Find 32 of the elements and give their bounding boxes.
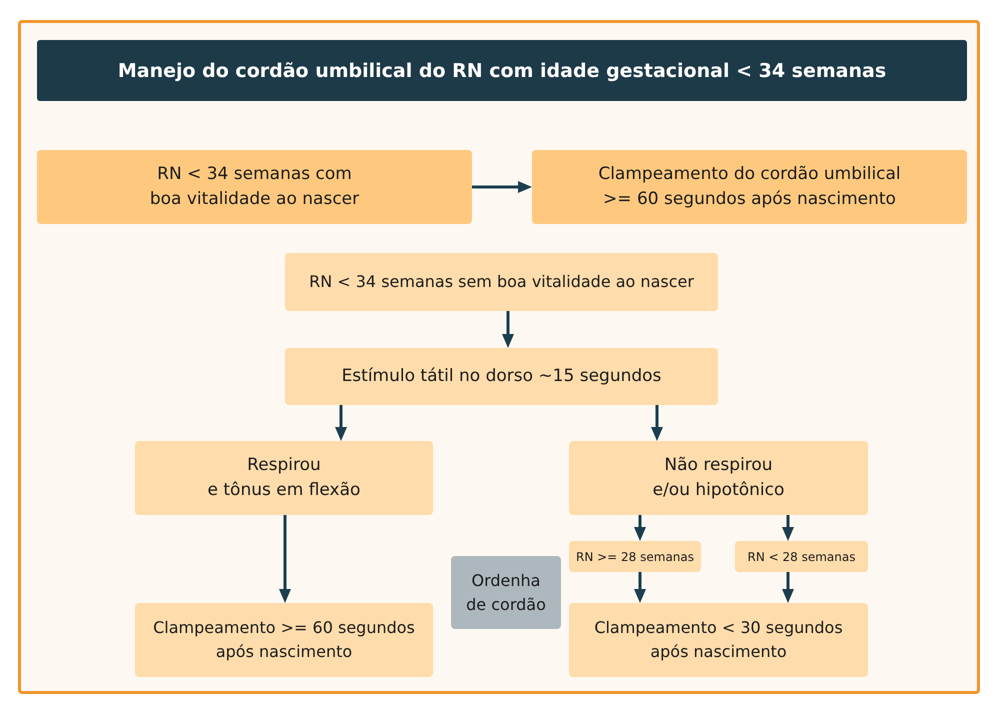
- arrow: [502, 311, 514, 348]
- arrow: [634, 515, 646, 541]
- process-box: [569, 441, 868, 515]
- process-box: [532, 150, 967, 224]
- box-text: Não respirou e/ou hipotônico: [652, 454, 784, 502]
- process-box: [285, 348, 718, 405]
- arrow: [279, 515, 291, 603]
- arrow: [651, 405, 663, 441]
- process-box: [451, 556, 561, 629]
- arrow: [634, 572, 646, 603]
- arrow: [335, 405, 347, 441]
- process-box: [285, 253, 718, 311]
- box-text: Estímulo tátil no dorso ~15 segundos: [342, 364, 662, 388]
- box-text: Clampeamento >= 60 segundos após nascimento: [153, 617, 415, 663]
- box-text: Ordenha de cordão: [466, 570, 546, 616]
- box-text: Respirou e tônus em flexão: [208, 454, 360, 502]
- title-text: Manejo do cordão umbilical do RN com idade gestacional < 34 semanas: [118, 60, 886, 82]
- process-box: [735, 541, 868, 572]
- process-box: [569, 603, 868, 677]
- process-box: [135, 603, 433, 677]
- process-box: [135, 441, 433, 515]
- box-text: RN >= 28 semanas: [576, 548, 694, 566]
- box-text: Clampeamento < 30 segundos após nascimento: [594, 617, 843, 663]
- process-box: [569, 541, 701, 572]
- arrow: [782, 572, 794, 603]
- arrow: [472, 181, 532, 193]
- arrow: [782, 515, 794, 541]
- box-text: Clampeamento do cordão umbilical >= 60 segundos após nascimento: [598, 162, 901, 211]
- box-text: RN < 34 semanas sem boa vitalidade ao nascer: [309, 271, 694, 293]
- box-text: RN < 34 semanas com boa vitalidade ao nascer: [150, 162, 360, 211]
- box-text: RN < 28 semanas: [748, 548, 856, 566]
- process-box: [37, 150, 472, 224]
